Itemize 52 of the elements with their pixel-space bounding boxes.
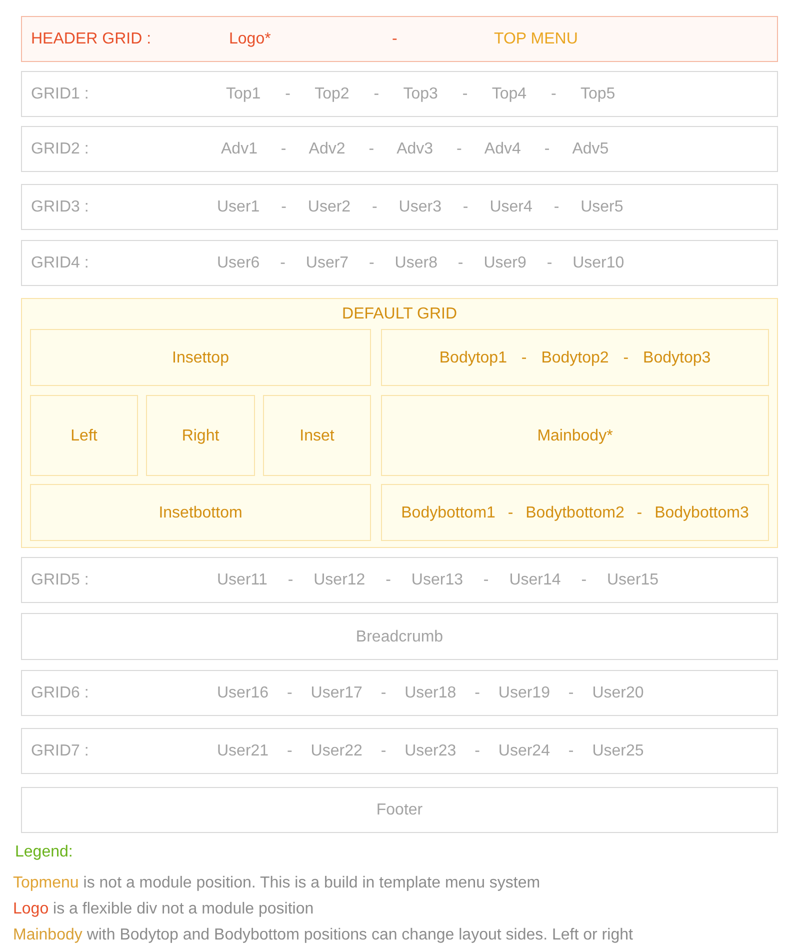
legend-note: Topmenu is not a module position. This is a build in template menu system [13, 873, 540, 893]
grid-row-box [21, 728, 778, 774]
position-label: TOP MENU [494, 29, 578, 49]
grid-row-box [21, 670, 778, 716]
module-position-box [381, 484, 769, 541]
grid-row-box [21, 787, 778, 833]
position-label: Insetbottom [158, 502, 242, 522]
position-list: User11 - User12 - User13 - User14 - User15 [217, 570, 659, 590]
module-position-box [381, 329, 769, 386]
grid-label: GRID5 : [31, 570, 89, 590]
position-list: User6 - User7 - User8 - User9 - User10 [217, 253, 624, 273]
grid-label: GRID7 : [31, 741, 89, 761]
position-label: Logo* [229, 29, 271, 49]
position-list: Top1 - Top2 - Top3 - Top4 - Top5 [226, 84, 616, 104]
grid-row-box [21, 240, 778, 286]
legend-note: Mainbody with Bodytop and Bodybottom positions can change layout sides. Left or right [13, 925, 633, 945]
grid-label: GRID3 : [31, 197, 89, 217]
position-list: User16 - User17 - User18 - User19 - User20 [217, 683, 644, 703]
module-position-box [381, 395, 769, 476]
panel-title: DEFAULT GRID [342, 304, 457, 324]
module-position-box [30, 484, 371, 541]
position-list: User21 - User22 - User23 - User24 - User25 [217, 741, 644, 761]
module-position-box [146, 395, 255, 476]
separator-dash: - [392, 29, 398, 49]
position-list: Adv1 - Adv2 - Adv3 - Adv4 - Adv5 [221, 139, 609, 159]
position-list: Bodybottom1 - Bodytbottom2 - Bodybottom3 [401, 502, 749, 522]
position-list: Bodytop1 - Bodytop2 - Bodytop3 [439, 348, 711, 368]
module-position-box [263, 395, 371, 476]
grid-label: GRID4 : [31, 253, 89, 273]
legend-title: Legend: [15, 842, 73, 862]
grid-row-box [21, 613, 778, 660]
position-label: Footer [376, 800, 423, 820]
grid-label: GRID1 : [31, 84, 89, 104]
legend-note: Logo is a flexible div not a module position [13, 899, 314, 919]
grid-row-box [21, 71, 778, 117]
grid-row-box [21, 557, 778, 603]
grid-label: HEADER GRID : [31, 29, 152, 49]
position-label: Left [70, 426, 98, 446]
module-position-box [30, 329, 371, 386]
grid-row-box [21, 184, 778, 230]
position-label: Mainbody* [537, 426, 613, 446]
position-label: Inset [300, 426, 334, 446]
position-label: Insettop [172, 348, 229, 368]
position-label: Breadcrumb [356, 626, 444, 646]
grid-label: GRID2 : [31, 139, 89, 159]
default-grid-panel [21, 298, 778, 548]
module-position-box [30, 395, 138, 476]
grid-label: GRID6 : [31, 683, 89, 703]
header-grid-box [21, 16, 778, 62]
grid-row-box [21, 126, 778, 172]
position-label: Right [182, 426, 220, 446]
position-list: User1 - User2 - User3 - User4 - User5 [217, 197, 624, 217]
